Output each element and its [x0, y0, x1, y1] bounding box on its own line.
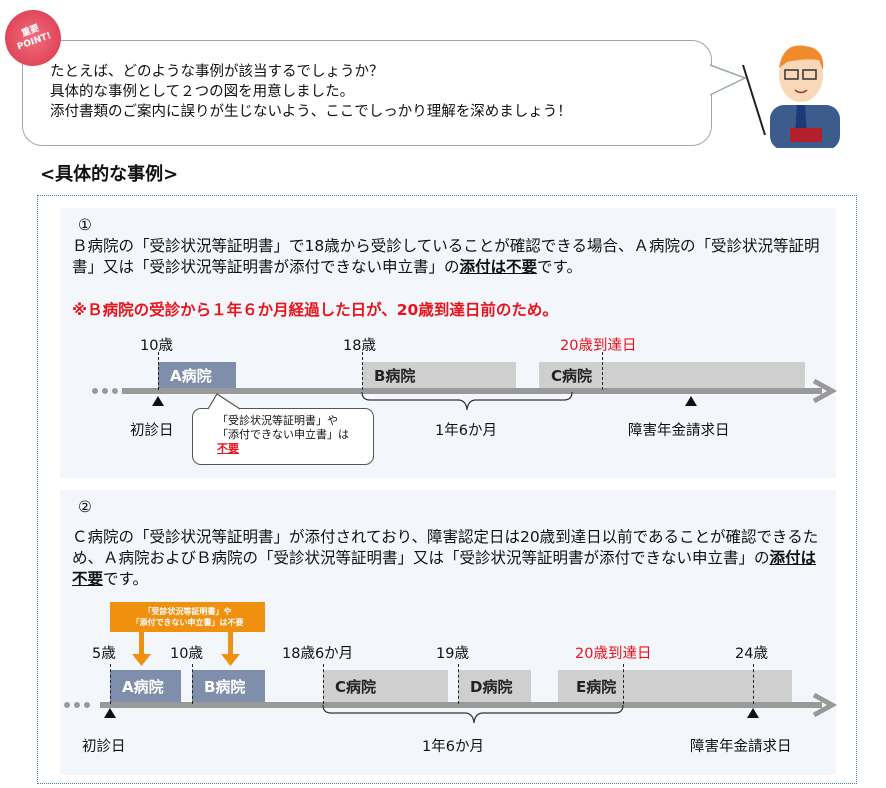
age-label: 10歳 [170, 646, 203, 662]
tick-line [192, 664, 193, 704]
period-label: 1年6か月 [435, 423, 497, 439]
timeline2-axis [100, 702, 822, 708]
period-brace [361, 392, 573, 411]
age-label: 18歳 [343, 338, 376, 354]
tick-line [362, 352, 363, 390]
tick-line [323, 664, 324, 704]
tick-line [753, 664, 754, 704]
claim-marker-icon [685, 396, 697, 406]
timeline2-hospital-e: E病院 [558, 670, 792, 702]
orange-arrows [132, 632, 240, 666]
age-label: 18歳6か月 [282, 646, 354, 662]
timeline2-dots [64, 702, 90, 708]
bubble-tail [700, 64, 747, 96]
timeline2-hospital-c: C病院 [323, 670, 448, 702]
age-label: 19歳 [436, 646, 469, 662]
age-label: 10歳 [140, 338, 173, 354]
case1-number: ① [78, 216, 92, 234]
tick-line [623, 664, 624, 704]
timeline1-hospital-b: B病院 [362, 362, 516, 388]
case1-panel [60, 208, 836, 478]
timeline2-arrowhead [812, 692, 838, 718]
speech-bubble [22, 40, 712, 146]
tick-line [158, 352, 159, 390]
timeline1-hospital-c: C病院 [539, 362, 805, 388]
case2-description: Ｃ病院の「受診状況等証明書」が添付されており、障害認定日は20歳到達日以前である… [72, 528, 819, 588]
claim-marker-icon [747, 708, 759, 718]
orange-note: 「受診状況等証明書」や「添付できない申立書」は不要 [110, 602, 265, 632]
claim-label: 障害年金請求日 [628, 423, 730, 439]
claim-label: 障害年金請求日 [690, 739, 792, 755]
timeline1-hospital-a: A病院 [158, 362, 236, 388]
tick-line [458, 664, 459, 704]
period-brace [322, 705, 624, 724]
case2-panel [60, 490, 836, 775]
timeline2-hospital-d: D病院 [458, 670, 531, 702]
first-visit-label: 初診日 [82, 739, 126, 755]
tick-line [110, 664, 111, 704]
age-label: 5歳 [92, 646, 116, 662]
timeline2-hospital-b: B病院 [192, 670, 265, 702]
timeline1-arrowhead [812, 378, 838, 404]
case1-note: ※Ｂ病院の受診から１年６か月経過した日が、20歳到達日前のため。 [72, 301, 558, 319]
case1-description: Ｂ病院の「受診状況等証明書」で18歳から受診していることが確認できる場合、Ａ病院… [72, 237, 820, 276]
examples-container [37, 195, 857, 784]
first-visit-label: 初診日 [130, 423, 174, 439]
section-heading: <具体的な事例> [40, 164, 179, 185]
age-label: 24歳 [735, 646, 768, 662]
bubble-text: たとえば、どのような事例が該当するでしょうか？ 具体的な事例として２つの図を用意… [50, 64, 572, 120]
tick-line [602, 352, 603, 390]
first-visit-marker-icon [104, 708, 116, 718]
callout-pointer [207, 393, 241, 410]
period-label: 1年6か月 [422, 739, 484, 755]
timeline1-dots [92, 388, 118, 394]
case2-number: ② [78, 498, 92, 516]
callout-not-required: 「受診状況等証明書」や「添付できない申立書」は不要 [192, 408, 374, 465]
first-visit-marker-icon [152, 396, 164, 406]
age-20-label: 20歳到達日 [575, 646, 652, 662]
age-20-label: 20歳到達日 [560, 338, 637, 354]
timeline1-axis [122, 388, 822, 394]
teacher-illustration [742, 45, 840, 148]
timeline2-hospital-a: A病院 [110, 670, 181, 702]
